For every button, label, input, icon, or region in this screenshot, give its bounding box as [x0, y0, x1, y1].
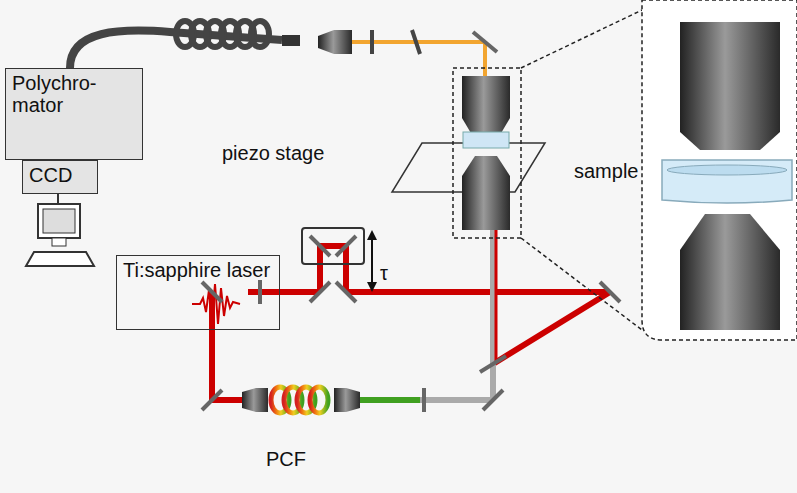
- ccd-box: CCD: [22, 160, 98, 194]
- node-text: CCD: [29, 164, 91, 186]
- polychromator-box: Polychro- mator: [5, 68, 143, 160]
- part-label: piezo stage: [222, 142, 324, 164]
- node-text: Ti:sapphire laser: [123, 259, 273, 281]
- laser-box: Ti:sapphire laser: [116, 255, 280, 330]
- part-label: sample: [574, 160, 638, 182]
- delay-symbol: τ: [380, 262, 388, 284]
- part-label: PCF: [266, 448, 306, 470]
- node-text: Polychro- mator: [12, 72, 112, 116]
